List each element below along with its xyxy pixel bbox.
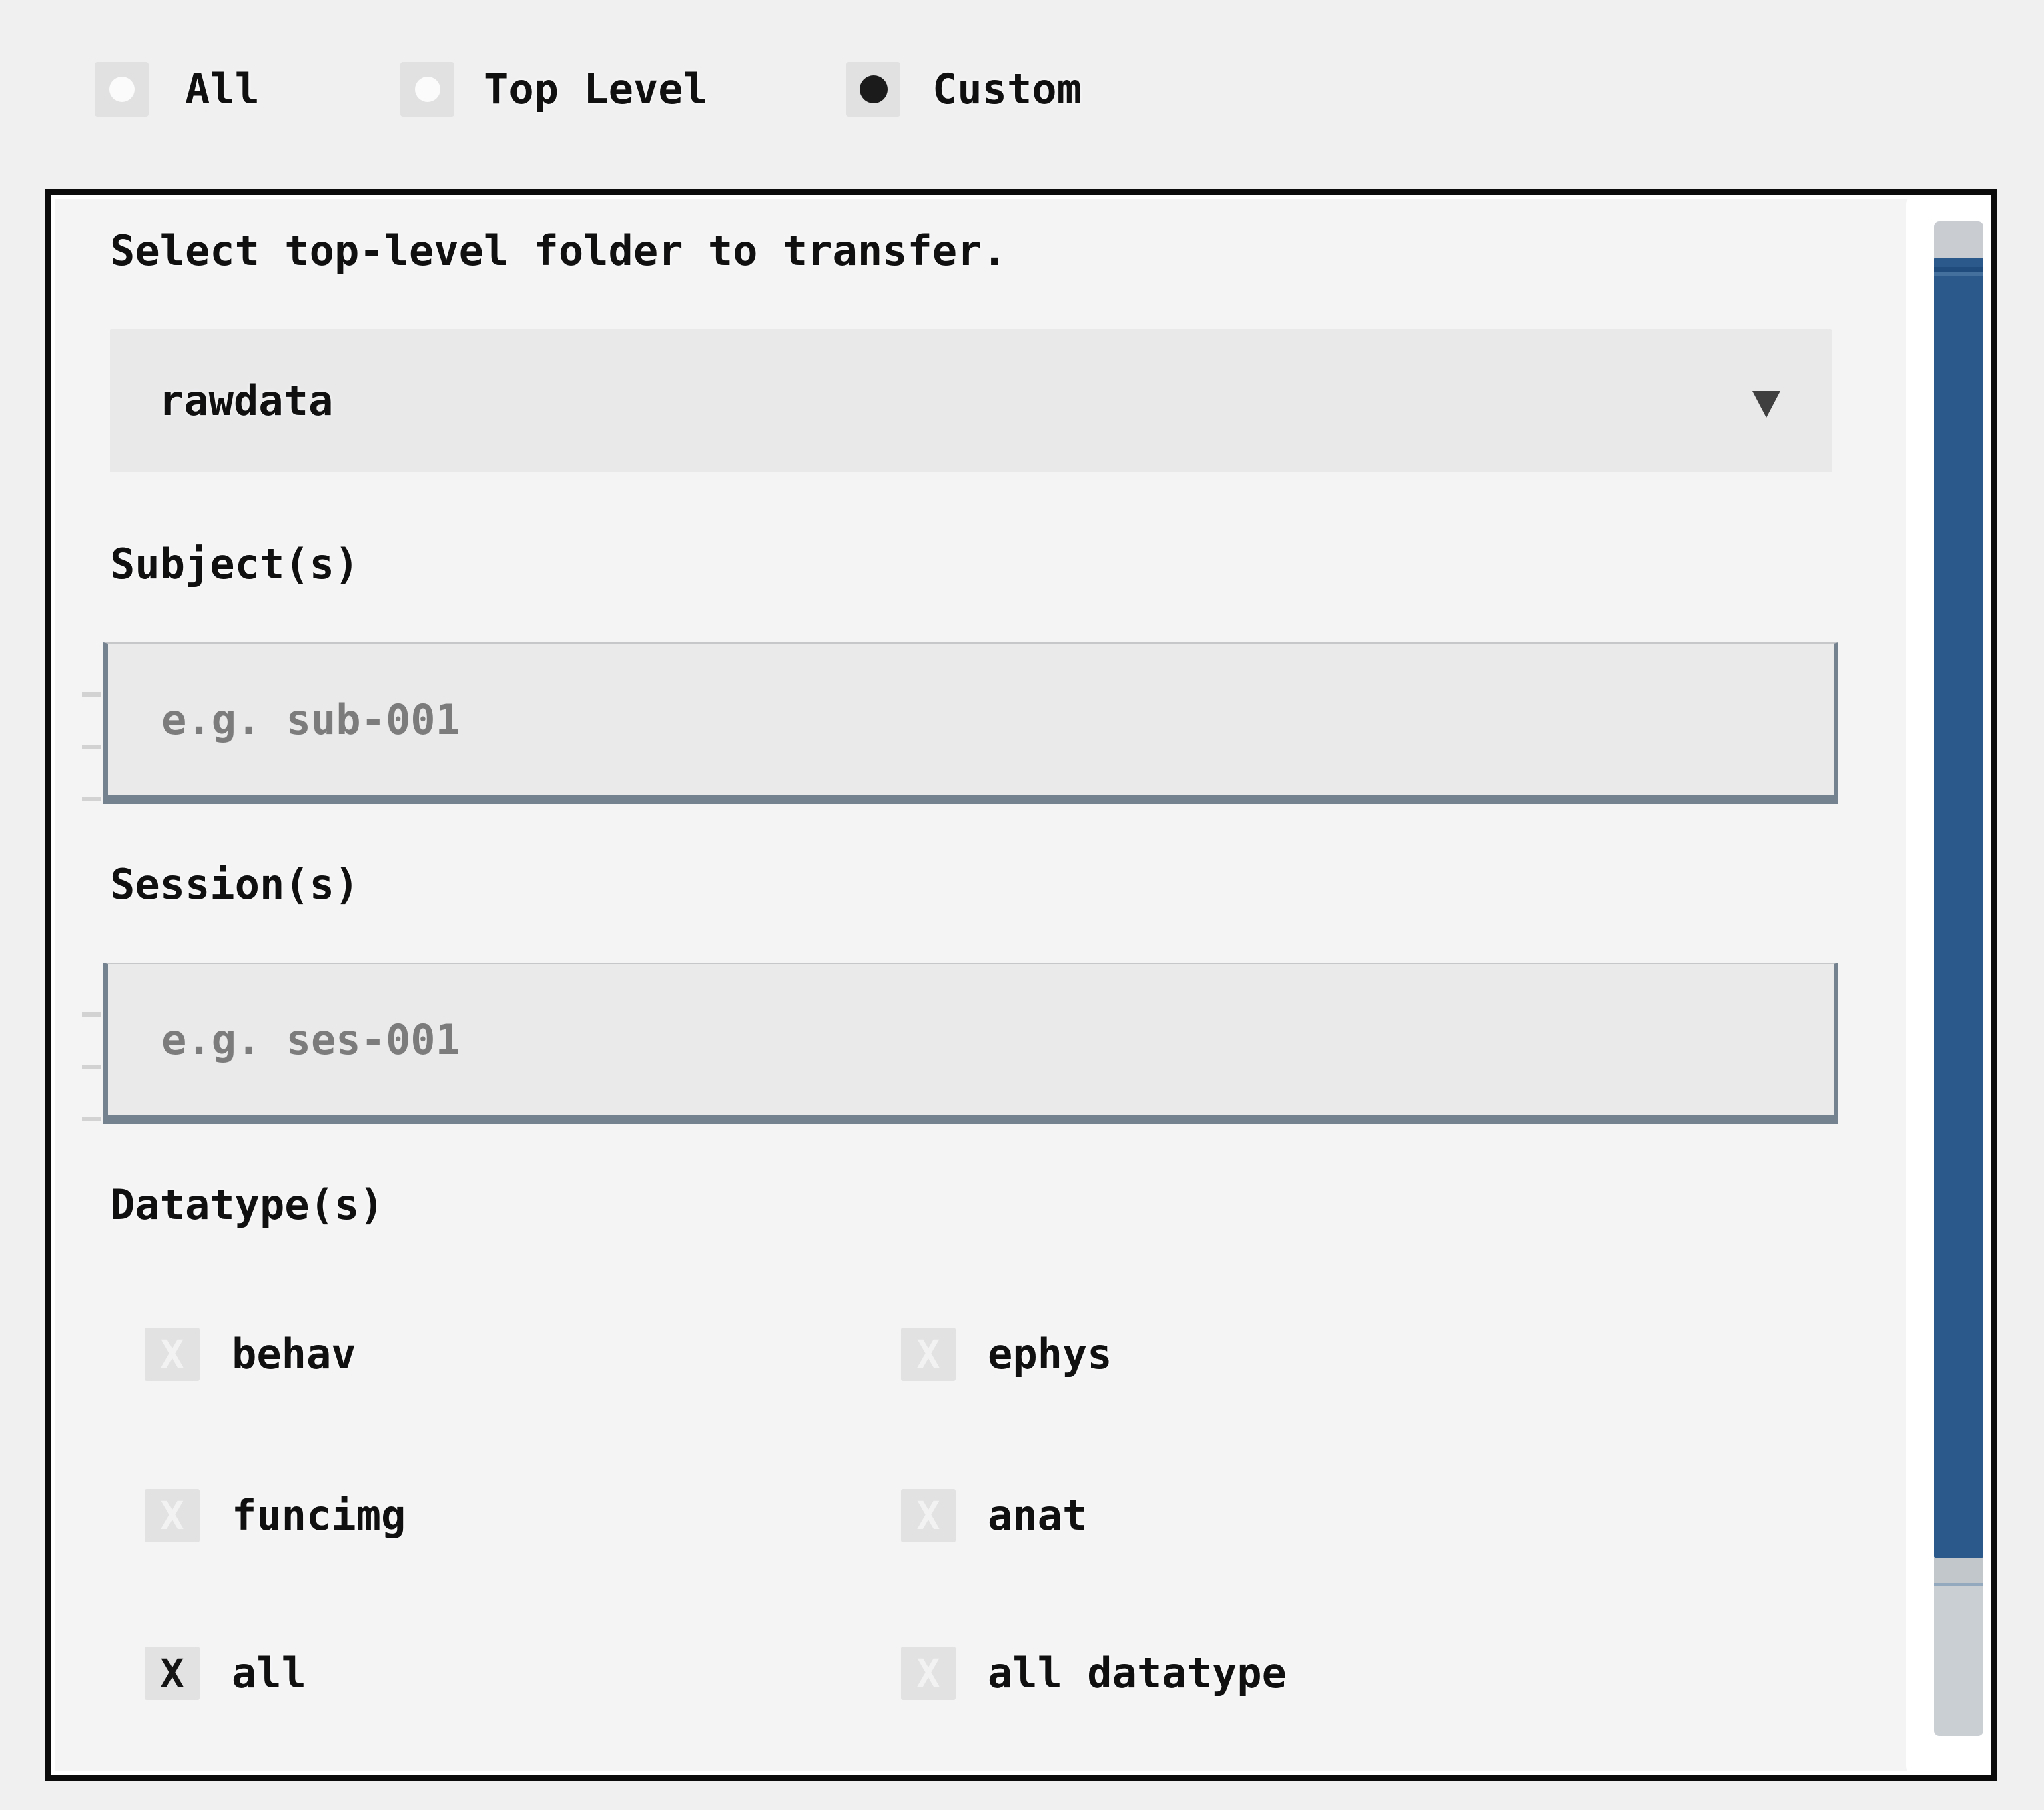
radio-top-level[interactable] xyxy=(400,62,454,117)
scrollbar-thumb[interactable] xyxy=(1934,258,1983,1558)
datatypes-label: Datatype(s) xyxy=(110,1180,384,1229)
chevron-down-icon[interactable] xyxy=(1752,391,1780,418)
checkbox-funcimg-label[interactable]: funcimg xyxy=(232,1491,406,1540)
radio-circle-icon xyxy=(859,75,888,103)
input-tick-mark xyxy=(82,797,101,801)
checkbox-all-datatype-label[interactable]: all datatype xyxy=(988,1649,1287,1697)
input-tick-mark xyxy=(82,692,101,697)
radio-custom-label[interactable]: Custom xyxy=(932,65,1082,113)
checkbox-funcimg[interactable]: X xyxy=(145,1489,200,1542)
subjects-label: Subject(s) xyxy=(110,540,360,588)
x-mark-icon: X xyxy=(916,1493,940,1538)
sessions-input[interactable] xyxy=(108,1015,1834,1064)
sessions-label: Session(s) xyxy=(110,860,360,909)
scrollbar-track-segment[interactable] xyxy=(1934,1558,1983,1583)
radio-circle-icon xyxy=(414,77,440,102)
transfer-mode-radio-group: All Top Level Custom xyxy=(0,0,2044,189)
input-tick-mark xyxy=(82,1065,101,1069)
panel-title: Select top-level folder to transfer. xyxy=(110,226,1007,275)
radio-all[interactable] xyxy=(95,62,149,117)
radio-all-label[interactable]: All xyxy=(185,65,260,113)
scrollbar-track-top[interactable] xyxy=(1934,221,1983,258)
input-tick-mark xyxy=(82,1012,101,1017)
input-tick-mark xyxy=(82,1117,101,1121)
checkbox-all-datatype[interactable]: X xyxy=(901,1647,956,1700)
checkbox-behav[interactable]: X xyxy=(145,1328,200,1381)
checkbox-anat[interactable]: X xyxy=(901,1489,956,1542)
subjects-input-box xyxy=(103,642,1838,804)
radio-custom[interactable] xyxy=(846,62,900,117)
x-mark-icon: X xyxy=(916,1332,940,1377)
x-mark-icon: X xyxy=(160,1493,184,1538)
top-level-folder-select[interactable]: rawdata xyxy=(110,329,1832,472)
checkbox-ephys[interactable]: X xyxy=(901,1328,956,1381)
checkbox-anat-label[interactable]: anat xyxy=(988,1491,1088,1540)
x-mark-icon: X xyxy=(160,1651,184,1696)
checkbox-behav-label[interactable]: behav xyxy=(232,1330,356,1378)
select-value: rawdata xyxy=(159,376,334,425)
x-mark-icon: X xyxy=(916,1651,940,1696)
input-tick-mark xyxy=(82,745,101,749)
checkbox-ephys-label[interactable]: ephys xyxy=(988,1330,1112,1378)
sessions-input-box xyxy=(103,963,1838,1124)
radio-circle-icon xyxy=(109,77,135,102)
radio-top-level-label[interactable]: Top Level xyxy=(484,65,708,113)
checkbox-all-label[interactable]: all xyxy=(232,1649,306,1697)
subjects-input[interactable] xyxy=(108,695,1834,744)
scrollbar-track-bottom[interactable] xyxy=(1934,1586,1983,1736)
checkbox-all[interactable]: X xyxy=(145,1647,200,1700)
x-mark-icon: X xyxy=(160,1332,184,1377)
scrollbar-track-divider xyxy=(1934,1583,1983,1586)
